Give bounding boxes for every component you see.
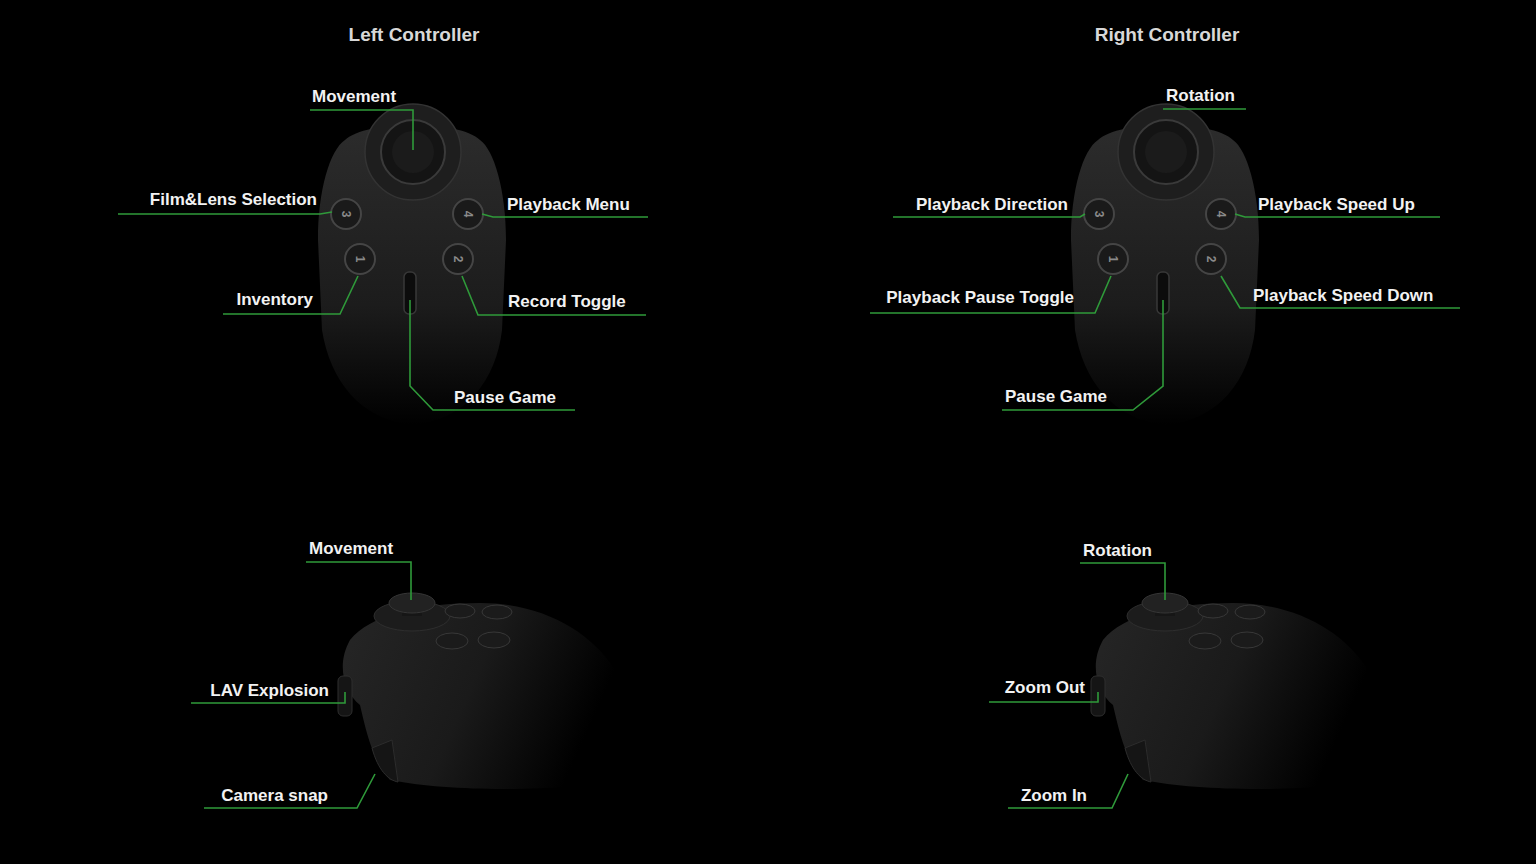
right-controller-top [1071, 104, 1259, 425]
leader-line [870, 276, 1111, 313]
button-label: Rotation [1166, 86, 1235, 106]
leader-line [482, 214, 648, 217]
button-label: Zoom Out [1005, 678, 1085, 698]
button-number: 4 [461, 211, 475, 218]
left-controller-side [338, 593, 620, 789]
button-number: 1 [353, 256, 367, 263]
button-number: 4 [1214, 211, 1228, 218]
button-number: 3 [1092, 211, 1106, 218]
right-controller-side [1091, 593, 1373, 789]
leader-line [462, 276, 646, 315]
button-label: Pause Game [1005, 387, 1107, 407]
leader-line [306, 562, 411, 600]
button-label: Inventory [236, 290, 313, 310]
controller-title: Left Controller [349, 24, 480, 46]
button-label: Playback Speed Down [1253, 286, 1433, 306]
left-controller-top [318, 104, 506, 425]
button-label: Movement [312, 87, 396, 107]
leader-line [1235, 214, 1440, 217]
leader-line [118, 212, 332, 214]
button-label: Playback Speed Up [1258, 195, 1415, 215]
leader-line [1080, 563, 1165, 600]
leader-line [1163, 108, 1246, 110]
button-number: 3 [339, 211, 353, 218]
button-number: 1 [1106, 256, 1120, 263]
leader-line [410, 300, 575, 410]
button-label: Movement [309, 539, 393, 559]
button-label: Playback Menu [507, 195, 630, 215]
button-label: Playback Pause Toggle [886, 288, 1074, 308]
button-number: 2 [451, 256, 465, 263]
button-label: Camera snap [221, 786, 328, 806]
button-label: LAV Explosion [210, 681, 329, 701]
leader-line [1002, 300, 1163, 410]
button-label: Zoom In [1021, 786, 1087, 806]
button-label: Film&Lens Selection [150, 190, 317, 210]
leader-lines [118, 109, 1460, 808]
leader-line [1008, 774, 1128, 808]
leader-line [893, 214, 1085, 217]
leader-line [223, 276, 358, 314]
leader-line [1221, 276, 1460, 308]
leader-line [310, 110, 413, 150]
button-label: Rotation [1083, 541, 1152, 561]
button-label: Playback Direction [916, 195, 1068, 215]
leader-line [204, 774, 375, 808]
button-label: Pause Game [454, 388, 556, 408]
button-number: 2 [1204, 256, 1218, 263]
controller-title: Right Controller [1095, 24, 1240, 46]
button-label: Record Toggle [508, 292, 626, 312]
